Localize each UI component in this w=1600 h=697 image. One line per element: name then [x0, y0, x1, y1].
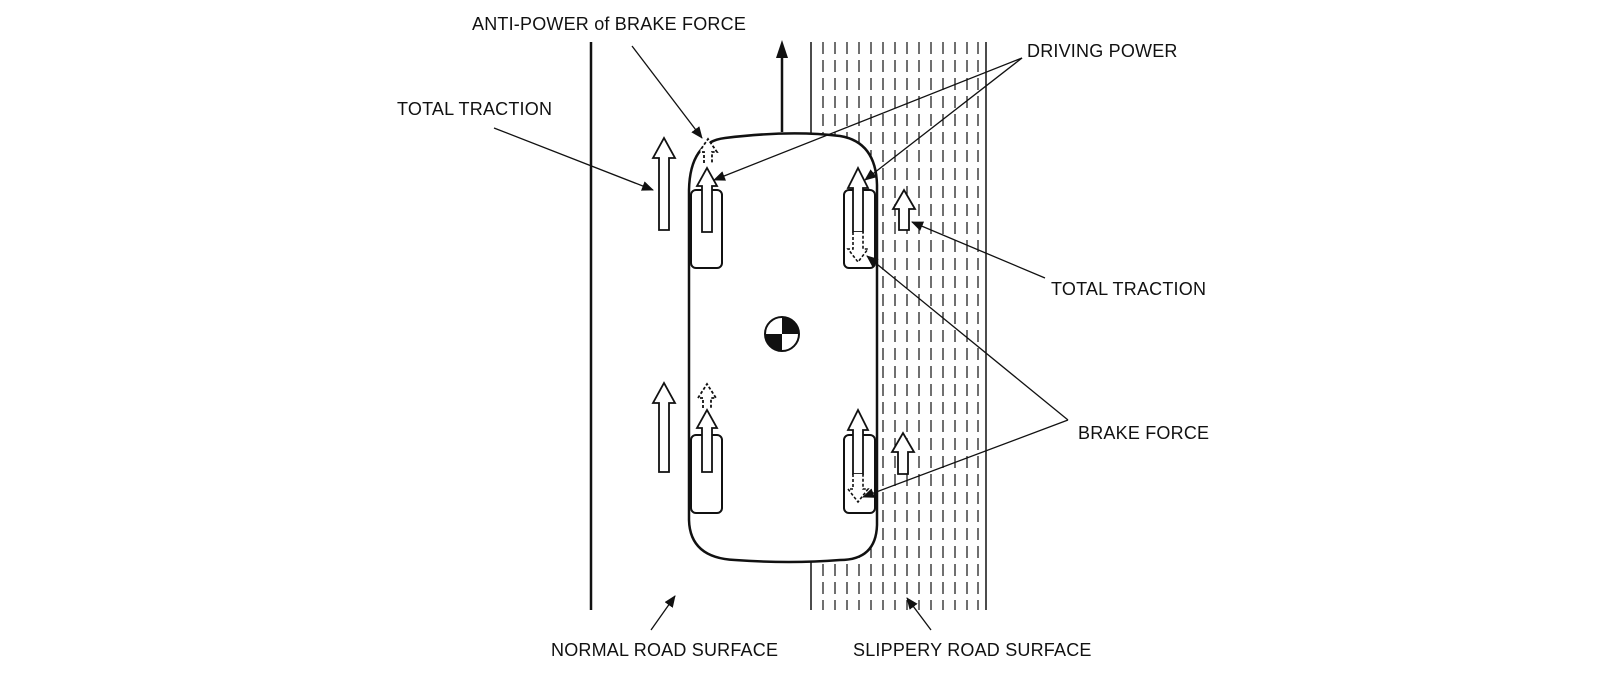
center-of-gravity-icon — [764, 316, 800, 352]
leader-normal-road-surface — [650, 595, 676, 631]
leader-slippery-road-surface — [906, 597, 932, 631]
leader-brake-force-front — [866, 255, 1069, 421]
label-total-traction-left: TOTAL TRACTION — [397, 99, 553, 119]
label-driving-power: DRIVING POWER — [1027, 41, 1178, 61]
travel-direction-arrow — [776, 40, 788, 132]
total-traction-arrow-left-rear — [651, 381, 677, 473]
leader-anti-power — [631, 45, 703, 139]
total-traction-arrow-right-front — [891, 188, 917, 231]
label-slippery-road-surface: SLIPPERY ROAD SURFACE — [853, 640, 1092, 660]
total-traction-arrow-left-front — [651, 136, 677, 231]
driving-power-arrow-rear-left — [695, 408, 719, 473]
label-anti-power-of-brake-force: ANTI-POWER of BRAKE FORCE — [472, 14, 747, 34]
anti-power-arrow-front-left — [697, 137, 719, 163]
anti-power-arrow-rear-left — [696, 382, 718, 408]
driving-power-arrow-front-left — [695, 166, 719, 233]
leader-total-traction-left — [493, 127, 654, 191]
leader-driving-power-front-right — [864, 57, 1023, 181]
driving-power-arrow-rear-right — [846, 407, 870, 475]
total-traction-arrow-right-rear — [890, 431, 916, 475]
label-total-traction-right: TOTAL TRACTION — [1051, 279, 1207, 299]
leader-driving-power-front-left — [713, 57, 1023, 181]
brake-force-arrow-front-right — [846, 232, 870, 264]
leader-brake-force-rear — [862, 419, 1069, 498]
label-normal-road-surface: NORMAL ROAD SURFACE — [551, 640, 779, 660]
leader-total-traction-right — [911, 221, 1046, 279]
driving-power-arrow-front-right — [846, 165, 870, 233]
label-brake-force: BRAKE FORCE — [1078, 423, 1210, 443]
